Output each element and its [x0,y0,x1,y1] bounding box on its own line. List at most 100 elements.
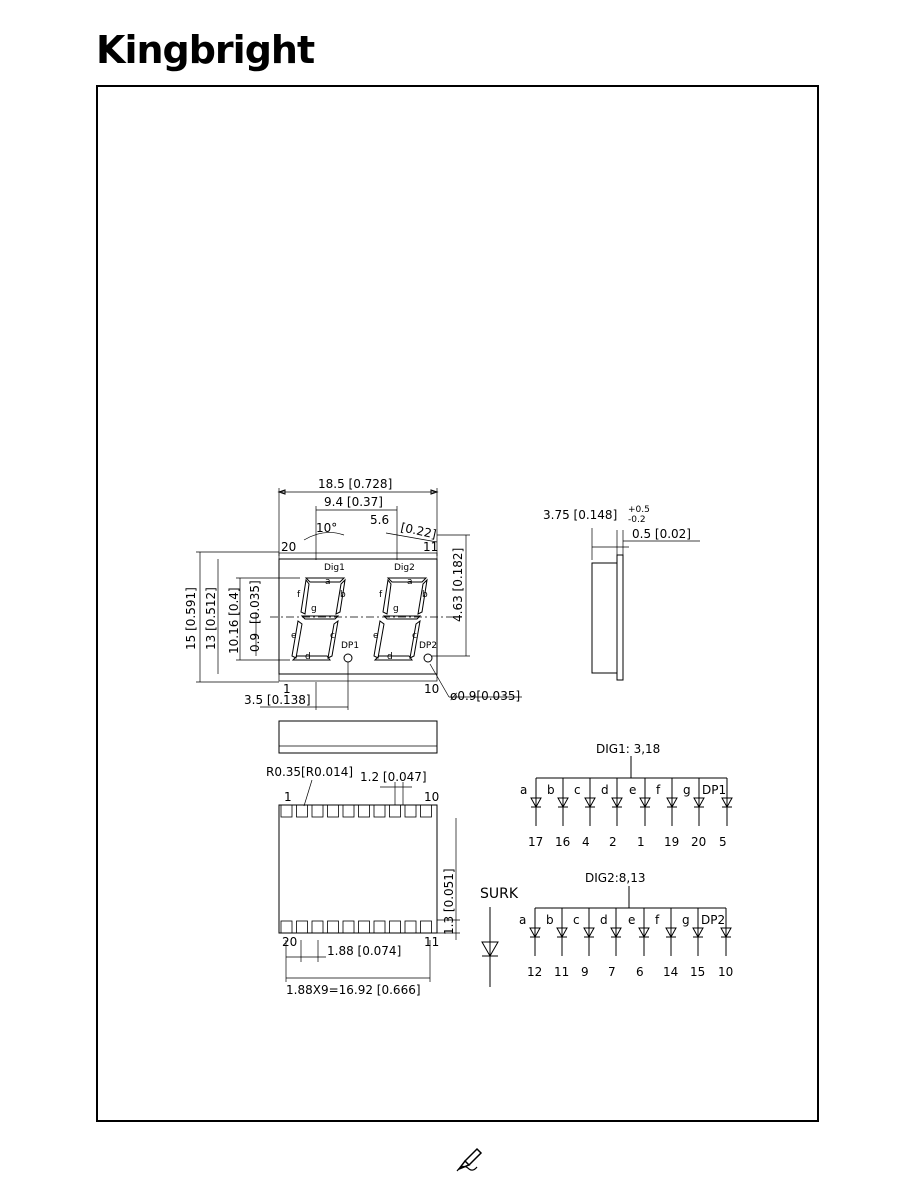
bottom-pin-1: 1 [284,790,292,804]
bottom-pad-bottom [404,920,417,934]
edge-view [278,720,438,754]
dig1-pin-number: 5 [719,835,727,849]
dig2-seg-label: DP2 [701,913,725,927]
seg-e-2: e [373,631,379,641]
dig1-seg-label: f [656,783,661,797]
dig2-pin-number: 12 [527,965,542,979]
bottom-pad-bottom [389,920,401,934]
diode-symbol [583,927,595,939]
label-dig2: Dig2 [394,563,415,573]
dim-depth: 3.75 [0.148] [543,508,617,522]
dim-width-total: 18.5 [0.728] [318,477,392,491]
bottom-pad-top [420,804,432,818]
label-dig1: Dig1 [324,563,345,573]
dim-seg-width-in: [0.035] [248,580,262,624]
dim-digit-height: 10.16 [0.4] [227,587,241,654]
bottom-pad-top [296,804,308,818]
dim-pad-height: 1.3 [0.051] [442,868,456,935]
diode-symbol [557,797,569,809]
front-view: 18.5 [0.728] 9.4 [0.37] 10° 5.6 [0.22] [184,477,522,710]
dim-lead: 0.5 [0.02] [632,527,691,541]
dig2-seg-label: b [546,913,554,927]
diode-symbol [666,797,678,809]
dig2-title: DIG2:8,13 [585,871,645,885]
bottom-pad-top [327,804,339,818]
dim-height-total: 15 [0.591] [184,587,198,650]
dig2-seg-label: g [682,913,690,927]
dim-offset-top: 5.6 [370,513,389,527]
dig2-pin-number: 6 [636,965,644,979]
digit-1 [291,577,353,663]
diode-symbol [556,927,568,939]
dim-pad-width: 1.2 [0.047] [360,770,427,784]
dig1-pin-number: 19 [664,835,679,849]
dig1-pin-number: 16 [555,835,570,849]
dig1-seg-label: a [520,783,527,797]
dig2-seg-label: a [519,913,526,927]
front-pin-11: 11 [423,540,438,554]
dim-right: 4.63 [0.182] [451,548,465,622]
dig2-pin-number: 11 [554,965,569,979]
bottom-pad-top [404,804,417,818]
label-dp1: DP1 [341,641,359,651]
diode-symbol [584,797,596,809]
dim-tol-minus: -0.2 [628,515,646,525]
dig2-seg-label: d [600,913,608,927]
dig2-pin-number: 14 [663,965,678,979]
diode-symbol [610,927,622,939]
bottom-pad-top [311,804,324,818]
dig1-pin-number: 1 [637,835,645,849]
dig1-seg-label: g [683,783,691,797]
front-pin-1: 1 [283,682,291,696]
diode-symbol [529,927,541,939]
dim-radius: R0.35[R0.014] [266,765,353,779]
seg-d-2: d [387,652,393,662]
bottom-pad-bottom [296,920,308,934]
label-dp2: DP2 [419,641,437,651]
bottom-view: R0.35[R0.014] 1.2 [0.047] 1 10 20 11 1.3… [266,765,460,997]
side-view: 3.75 [0.148] +0.5 -0.2 0.5 [0.02] [543,505,700,681]
dig1-pin-number: 4 [582,835,590,849]
bottom-pad-top [358,804,370,818]
bottom-pad-bottom [342,920,355,934]
drawing-frame [96,85,819,1122]
bottom-pin-10: 10 [424,790,439,804]
dig2-seg-label: e [628,913,635,927]
dim-offset-top-in: [0.22] [399,520,437,541]
dig1-title: DIG1: 3,18 [596,742,660,756]
dig2-pin-number: 15 [690,965,705,979]
seg-b-1: b [340,590,346,600]
dim-height-body: 13 [0.512] [204,587,218,650]
brand-logo: Kingbright [96,28,315,72]
seg-d-1: d [305,652,311,662]
dim-tol-plus: +0.5 [628,505,650,515]
dim-digit-pitch: 9.4 [0.37] [324,495,383,509]
seg-a-2: a [407,577,413,587]
diode-symbol [665,927,677,939]
diode-symbol [721,797,733,809]
diode-symbol [639,797,651,809]
front-pin-10: 10 [424,682,439,696]
diode-symbol [611,797,623,809]
dig2-pin-number: 10 [718,965,733,979]
seg-b-2: b [422,590,428,600]
surk-label: SURK [480,886,519,902]
bottom-pads [280,804,432,934]
dim-pitch-total: 1.88X9=16.92 [0.666] [286,983,421,997]
diode-symbol [693,797,705,809]
dim-pitch: 1.88 [0.074] [327,944,401,958]
diode-symbol [720,927,732,939]
dig2-pin-number: 9 [581,965,589,979]
seg-a-1: a [325,577,331,587]
dig1-seg-label: e [629,783,636,797]
dig1-seg-label: c [574,783,581,797]
bottom-pad-bottom [420,920,432,934]
bottom-pin-11: 11 [424,935,439,949]
dig1-pin-number: 20 [691,835,706,849]
bottom-pad-top [280,804,293,818]
dig2-seg-label: f [655,913,660,927]
top-pin-row [278,552,438,560]
dim-left-offset: 3.5 [0.138] [244,693,311,707]
